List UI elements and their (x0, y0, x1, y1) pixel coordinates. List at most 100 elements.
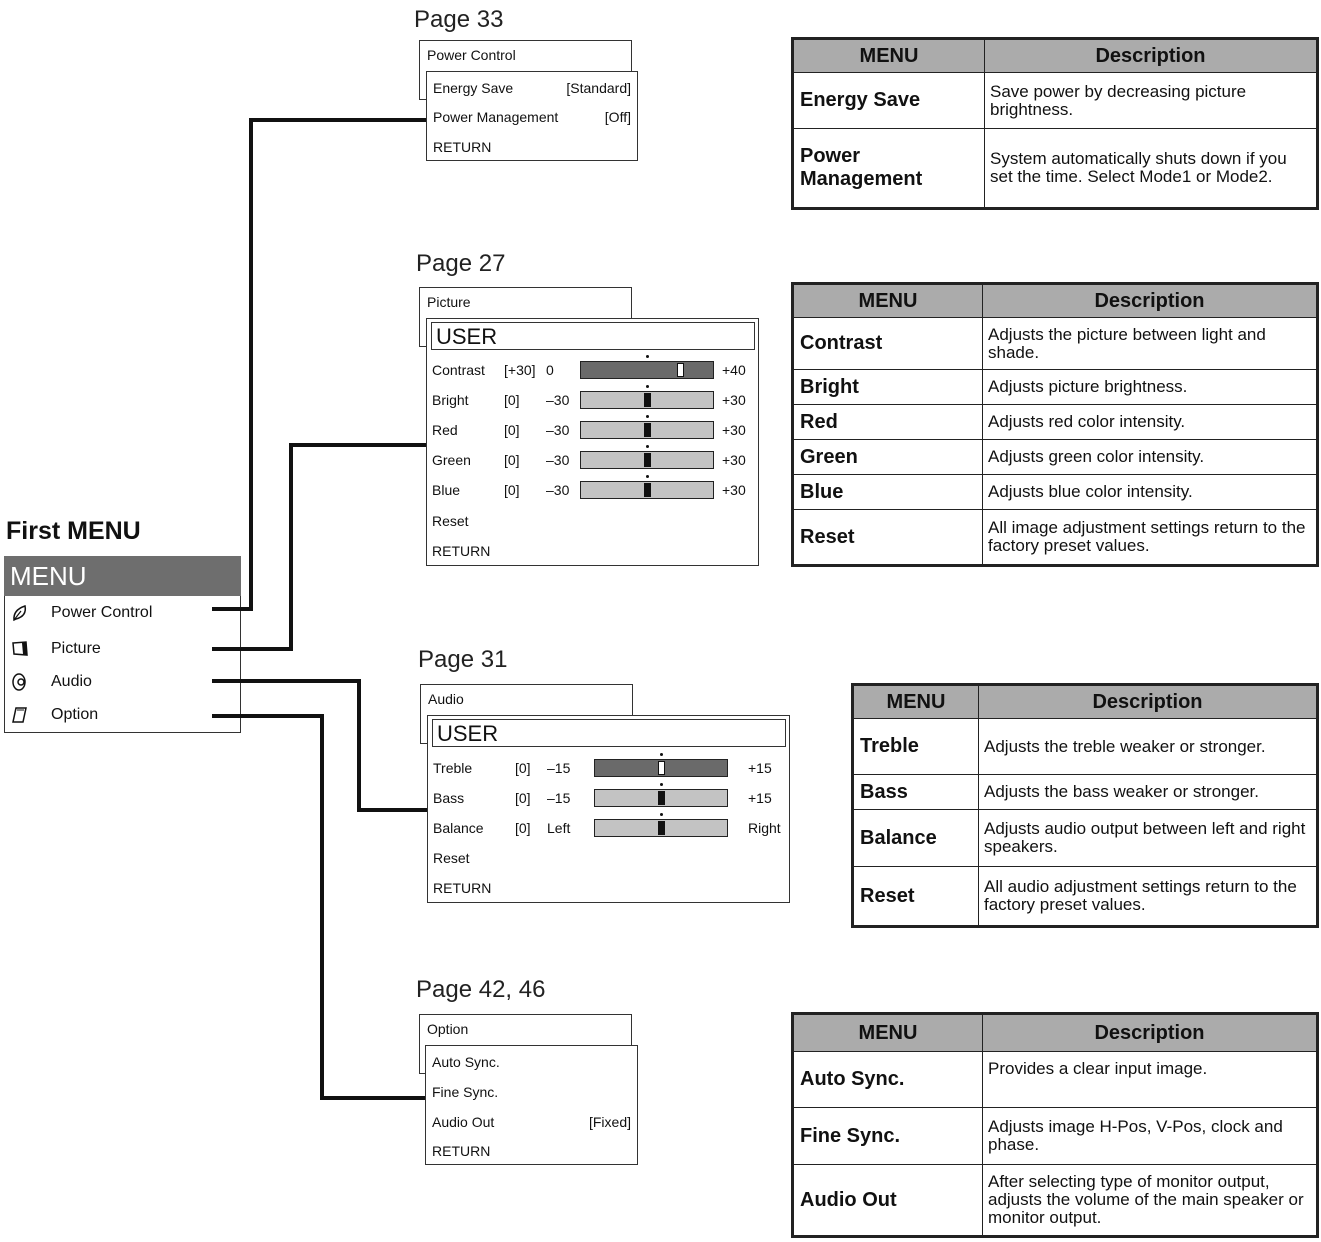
slider-handle[interactable] (644, 453, 651, 467)
leaf-icon (13, 605, 27, 622)
slider-value: [+30] (504, 362, 536, 378)
slider-label: Contrast (432, 362, 485, 378)
table-cell-desc: Adjusts red color intensity. (982, 404, 1318, 440)
slider-handle[interactable] (644, 483, 651, 497)
slider-track[interactable] (580, 361, 714, 379)
slider-track[interactable] (594, 759, 728, 777)
row-label: Power Management (433, 109, 559, 125)
slider-handle[interactable] (677, 363, 684, 377)
table-cell-desc: Adjusts picture brightness. (982, 369, 1318, 405)
reset-item[interactable]: Reset (433, 850, 470, 866)
table-cell-menu: Red (792, 404, 983, 440)
slider-min: –30 (546, 482, 570, 498)
slider-center-mark (646, 475, 649, 478)
slider-track[interactable] (580, 421, 714, 439)
option-title: Option (427, 1021, 469, 1037)
return-item[interactable]: RETURN (432, 543, 491, 559)
slider-handle[interactable] (658, 761, 665, 775)
slider-label: Bass (433, 790, 465, 806)
slider-handle[interactable] (644, 423, 651, 437)
slider-min: –30 (546, 452, 570, 468)
slider-max: Right (748, 820, 781, 836)
table-cell-menu: Green (792, 439, 983, 475)
table-cell-desc: System automatically shuts down if you s… (984, 128, 1318, 209)
slider-track[interactable] (594, 789, 728, 807)
power-page-ref: Page 33 (414, 6, 504, 33)
table-cell-desc: Save power by decreasing picture brightn… (984, 72, 1318, 129)
table-cell-menu: Balance (852, 809, 979, 867)
slider-center-mark (646, 385, 649, 388)
table-cell-desc: Adjusts the treble weaker or stronger. (978, 718, 1318, 775)
slider-value: [0] (504, 422, 520, 438)
slider-value: [0] (504, 452, 520, 468)
slider-min: –15 (547, 790, 571, 806)
slider-center-mark (660, 813, 663, 816)
column-header: MENU (792, 283, 983, 318)
slider-value: [0] (504, 392, 520, 408)
slider-center-mark (646, 445, 649, 448)
slider-max: +40 (722, 362, 746, 378)
table-cell-menu: Fine Sync. (792, 1107, 983, 1165)
option-panel: Auto Sync. Fine Sync. Audio Out[Fixed] R… (425, 1045, 638, 1165)
table-cell-desc: Adjusts green color intensity. (982, 439, 1318, 475)
table-cell-desc: Adjusts the picture between light and sh… (982, 317, 1318, 370)
table-cell-menu: Bright (792, 369, 983, 405)
slider-handle[interactable] (658, 821, 665, 835)
menu-item-label: Audio (51, 673, 92, 690)
slider-center-mark (646, 415, 649, 418)
row-label: Audio Out (432, 1114, 495, 1130)
table-cell-desc: After selecting type of monitor output, … (982, 1164, 1318, 1237)
slider-label: Blue (432, 482, 461, 498)
row-value: [Standard] (566, 80, 631, 96)
slider-min: 0 (546, 362, 554, 378)
menu-item-label: Power Control (51, 604, 153, 621)
row-label: Fine Sync. (432, 1084, 499, 1100)
slider-min: –30 (546, 422, 570, 438)
return-item[interactable]: RETURN (433, 880, 492, 896)
row-label: RETURN (432, 1143, 491, 1159)
table-cell-menu: Reset (852, 866, 979, 927)
slider-max: +15 (748, 760, 772, 776)
slider-track[interactable] (580, 481, 714, 499)
slider-max: +30 (722, 392, 746, 408)
table-cell-desc: Provides a clear input image. (982, 1051, 1318, 1108)
slider-max: +30 (722, 422, 746, 438)
slider-label: Treble (433, 760, 473, 776)
slider-track[interactable] (580, 451, 714, 469)
menu-title: MENU (4, 556, 241, 596)
table-cell-menu: Contrast (792, 317, 983, 370)
speaker-icon (12, 673, 26, 691)
picture-title: Picture (427, 294, 471, 310)
option-icon (12, 707, 27, 723)
slider-max: +15 (748, 790, 772, 806)
slider-label: Balance (433, 820, 484, 836)
column-header: Description (982, 1013, 1318, 1052)
picture-mode[interactable]: USER (431, 322, 755, 350)
table-cell-menu: Power Management (792, 128, 985, 209)
slider-value: [0] (504, 482, 520, 498)
slider-track[interactable] (580, 391, 714, 409)
slider-track[interactable] (594, 819, 728, 837)
table-cell-menu: Blue (792, 474, 983, 510)
slider-value: [0] (515, 790, 531, 806)
slider-min: –15 (547, 760, 571, 776)
audio-mode[interactable]: USER (432, 719, 786, 747)
row-label: RETURN (433, 139, 492, 155)
slider-handle[interactable] (658, 791, 665, 805)
table-cell-menu: Bass (852, 774, 979, 810)
column-header: MENU (792, 1013, 983, 1052)
slider-center-mark (660, 753, 663, 756)
slider-handle[interactable] (644, 393, 651, 407)
table-cell-menu: Reset (792, 509, 983, 566)
reset-item[interactable]: Reset (432, 513, 469, 529)
column-header: Description (982, 283, 1318, 318)
slider-label: Bright (432, 392, 469, 408)
slider-min: Left (547, 820, 571, 836)
table-cell-desc: All audio adjustment settings return to … (978, 866, 1318, 927)
slider-value: [0] (515, 760, 531, 776)
table-cell-desc: Adjusts audio output between left and ri… (978, 809, 1318, 867)
slider-center-mark (646, 355, 649, 358)
